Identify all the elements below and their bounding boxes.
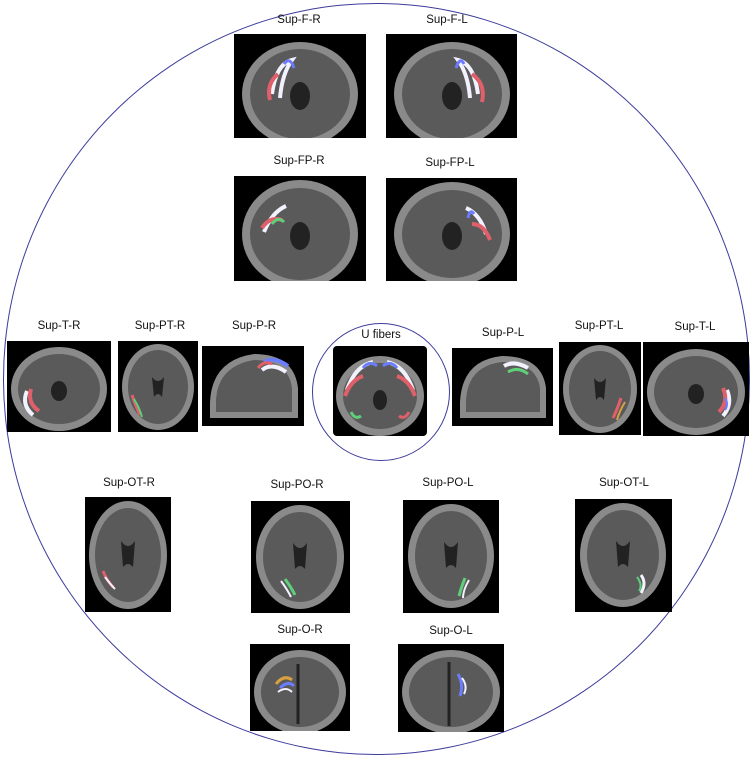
label-sup-p-l: Sup-P-L: [481, 327, 525, 339]
label-sup-pt-l: Sup-PT-L: [574, 320, 624, 332]
label-sup-po-r: Sup-PO-R: [270, 479, 324, 491]
label-sup-ot-l: Sup-OT-L: [599, 477, 649, 489]
scan-sup-t-r: [7, 341, 111, 432]
label-sup-fp-r: Sup-FP-R: [273, 155, 325, 167]
label-sup-f-r: Sup-F-R: [277, 14, 321, 26]
label-sup-t-r: Sup-T-R: [37, 320, 81, 332]
label-sup-o-l: Sup-O-L: [429, 625, 473, 637]
label-sup-fp-l: Sup-FP-L: [425, 157, 475, 169]
scan-sup-ot-l: [575, 499, 672, 612]
label-sup-f-l: Sup-F-L: [426, 14, 468, 26]
label-sup-pt-r: Sup-PT-R: [134, 320, 186, 332]
scan-sup-fp-l: [386, 178, 517, 281]
scan-sup-pt-r: [118, 341, 198, 432]
u-fibers-circle: [312, 323, 450, 461]
outer-circle: [3, 3, 750, 755]
scan-sup-fp-r: [234, 176, 366, 281]
scan-sup-pt-l: [559, 342, 641, 435]
scan-sup-o-l: [398, 644, 504, 732]
scan-sup-f-r: [234, 34, 366, 138]
scan-sup-ot-r: [85, 497, 171, 612]
label-sup-o-r: Sup-O-R: [277, 624, 323, 636]
scan-sup-f-l: [386, 34, 517, 138]
scan-u-fibers: [333, 346, 427, 436]
scan-sup-p-l: [452, 348, 553, 426]
label-sup-ot-r: Sup-OT-R: [103, 477, 155, 489]
scan-sup-po-l: [403, 500, 499, 613]
label-sup-p-r: Sup-P-R: [231, 320, 277, 332]
scan-sup-t-l: [643, 342, 749, 436]
scan-sup-p-r: [202, 346, 304, 426]
scan-sup-o-r: [250, 644, 350, 731]
label-sup-po-l: Sup-PO-L: [422, 477, 474, 489]
scan-sup-po-r: [251, 501, 350, 613]
label-sup-t-l: Sup-T-L: [674, 321, 716, 333]
